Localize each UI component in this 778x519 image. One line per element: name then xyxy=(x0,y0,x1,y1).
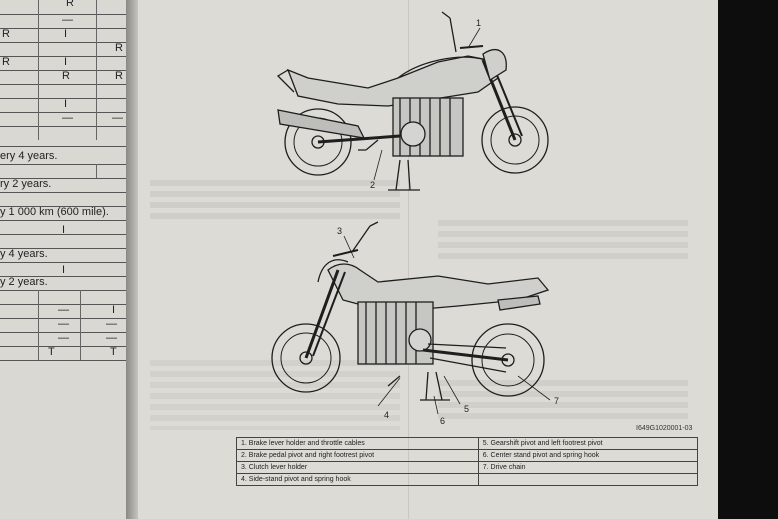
table-cell: I xyxy=(112,304,116,316)
grid-row xyxy=(0,318,126,333)
grid-row xyxy=(0,28,126,43)
table-cell: T xyxy=(48,346,55,358)
interval-text: y 4 years. xyxy=(0,248,48,260)
grid-row xyxy=(0,346,126,361)
table-cell: R xyxy=(2,56,10,68)
callout-leaders-bottom xyxy=(343,235,551,415)
table-cell: — xyxy=(62,14,73,26)
column-divider xyxy=(38,290,39,360)
interval-text: ery 4 years. xyxy=(0,150,58,162)
table-cell: — xyxy=(58,332,69,344)
grid-row xyxy=(0,290,126,305)
table-cell: R xyxy=(2,28,10,40)
book-gutter xyxy=(126,0,140,519)
front-wheel-icon xyxy=(271,323,341,393)
table-row: 1. Brake lever holder and throttle cable… xyxy=(236,437,699,450)
callout-3: 3 xyxy=(337,226,343,236)
grid-row xyxy=(0,56,126,71)
legend-cell: 6. Center stand pivot and spring hook xyxy=(477,449,699,462)
table-cell: — xyxy=(58,304,69,316)
table-cell: I xyxy=(64,28,68,40)
table-cell: R xyxy=(66,0,74,9)
table-cell: — xyxy=(106,318,117,330)
table-cell: — xyxy=(106,332,117,344)
table-row: 3. Clutch lever holder 7. Drive chain xyxy=(236,461,699,474)
grid-row xyxy=(0,42,126,57)
legend-table: 1. Brake lever holder and throttle cable… xyxy=(236,437,699,486)
interval-text: y 1 000 km (600 mile). xyxy=(0,206,109,218)
show-through-text xyxy=(438,220,688,260)
callout-1: 1 xyxy=(476,18,482,28)
table-cell: — xyxy=(58,318,69,330)
motorcycle-right-side xyxy=(276,11,549,191)
rear-wheel-icon xyxy=(284,108,352,176)
legend-cell xyxy=(477,473,699,486)
callout-2: 2 xyxy=(370,180,376,190)
motorcycle-diagram xyxy=(271,11,551,415)
table-cell: R xyxy=(115,42,123,54)
column-divider xyxy=(96,0,97,140)
grid-row xyxy=(0,0,126,15)
table-cell: T xyxy=(110,346,117,358)
callout-4: 4 xyxy=(384,410,390,420)
grid-row xyxy=(0,84,126,99)
show-through-divider xyxy=(408,0,409,519)
grid-row: y 2 years. xyxy=(0,276,126,291)
grid-row xyxy=(0,126,126,147)
table-cell: I xyxy=(64,98,68,110)
front-wheel-icon xyxy=(481,106,549,174)
grid-row xyxy=(0,112,126,127)
legend-cell: 7. Drive chain xyxy=(477,461,699,474)
background-edge xyxy=(718,0,778,519)
right-page: 1 2 3 4 5 6 7 I649G1020001-03 1. Brake l… xyxy=(138,0,718,519)
grid-row xyxy=(0,164,126,179)
grid-row: ry 2 years. xyxy=(0,178,126,193)
grid-row xyxy=(0,262,126,277)
grid-row xyxy=(0,192,126,207)
callout-5: 5 xyxy=(464,404,470,414)
callout-6: 6 xyxy=(440,416,446,426)
grid-row xyxy=(0,98,126,113)
show-through-text xyxy=(438,380,688,420)
table-row: 4. Side-stand pivot and spring hook xyxy=(236,473,699,486)
legend-cell: 3. Clutch lever holder xyxy=(236,461,479,474)
legend-cell: 1. Brake lever holder and throttle cable… xyxy=(236,437,479,450)
grid-row xyxy=(0,304,126,319)
grid-row xyxy=(0,234,126,249)
grid-row: y 4 years. xyxy=(0,248,126,263)
grid-row xyxy=(0,332,126,347)
legend-cell: 2. Brake pedal pivot and right footrest … xyxy=(236,449,479,462)
grid-row: ery 4 years. xyxy=(0,150,126,165)
grid-row xyxy=(0,14,126,29)
table-cell: I xyxy=(62,264,66,276)
legend-cell: 5. Gearshift pivot and left footrest piv… xyxy=(477,437,699,450)
table-row: 2. Brake pedal pivot and right footrest … xyxy=(236,449,699,462)
table-cell: R xyxy=(115,70,123,82)
interval-text: y 2 years. xyxy=(0,276,48,288)
table-cell: — xyxy=(112,112,123,124)
table-cell: I xyxy=(64,56,68,68)
rear-wheel-icon xyxy=(471,323,545,397)
grid-row: y 1 000 km (600 mile). xyxy=(0,206,126,221)
table-cell: R xyxy=(62,70,70,82)
left-page: R — R I R R I R R I — — ery 4 years. ry … xyxy=(0,0,130,519)
callout-leaders-top xyxy=(373,27,481,181)
legend-cell: 4. Side-stand pivot and spring hook xyxy=(236,473,479,486)
figure-code: I649G1020001-03 xyxy=(636,425,693,432)
callout-7: 7 xyxy=(554,396,560,406)
column-divider xyxy=(80,290,81,360)
column-divider xyxy=(38,0,39,140)
table-cell: — xyxy=(62,112,73,124)
column-divider xyxy=(96,164,97,178)
grid-row xyxy=(0,220,126,235)
motorcycle-left-side xyxy=(271,221,550,401)
interval-text: ry 2 years. xyxy=(0,178,52,190)
show-through-text xyxy=(150,180,400,220)
grid-row xyxy=(0,70,126,85)
table-cell: I xyxy=(62,224,66,236)
